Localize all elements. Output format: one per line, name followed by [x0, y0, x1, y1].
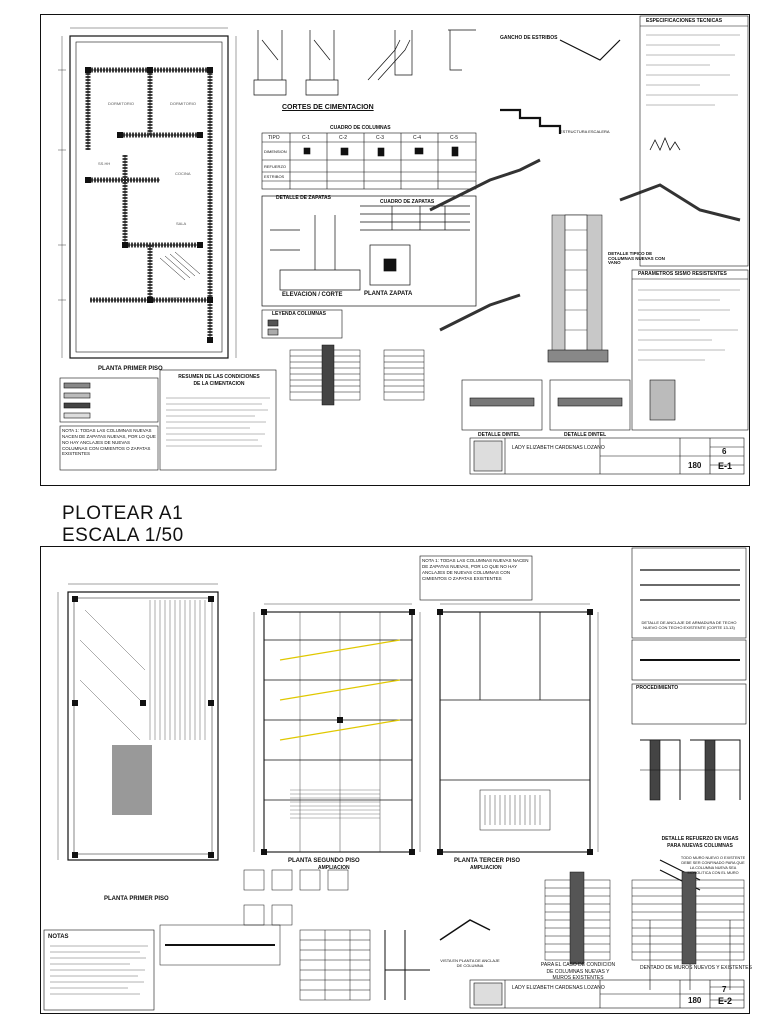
detalle-dintel-2: DETALLE DINTEL: [564, 432, 607, 438]
sheet2-plan-primer-title: PLANTA PRIMER PISO: [104, 896, 169, 902]
cuadro-zapatas-title: CUADRO DE ZAPATAS: [380, 199, 435, 205]
sheet1-author-name: LADY ELIZABETH CARDENAS LOZANO: [512, 445, 605, 451]
sheet-2-frame: [40, 546, 750, 1014]
muro-nuevo-note: TODO MURO NUEVO O EXISTENTE DEBE SER CON…: [680, 856, 746, 875]
cuadro-columnas-header-0: TIPO: [268, 135, 280, 141]
sheet2-title-block: [469, 979, 745, 1009]
ganchos-title: GANCHO DE ESTRIBOS: [500, 35, 558, 41]
detalle-anclaje-title: DETALLE DE ANCLAJE DE ARMADURA DE TECHO …: [641, 620, 737, 631]
sheet1-floor-plan: [58, 27, 237, 359]
especificaciones-title: ESPECIFICACIONES TECNICAS: [646, 18, 723, 24]
sheet2-author-name: LADY ELIZABETH CARDENAS LOZANO: [512, 985, 605, 991]
cuadro-columnas-header-3: C-3: [376, 135, 385, 141]
sheet2-plan-tercer: [437, 603, 599, 855]
sheet-1-frame: [40, 14, 750, 486]
sheet1-sheet-number: 6: [722, 447, 727, 456]
cortes-cimentacion-drawing: [253, 29, 476, 96]
sheet2-scale: 180: [688, 996, 702, 1005]
parametros-title: PARAMETROS SISMO RESISTENTES: [638, 271, 727, 277]
columna-vano-drawing: [547, 214, 609, 363]
notas-title: NOTAS: [48, 934, 69, 940]
svg-text:PATIO: PATIO: [170, 296, 181, 301]
planta-zapata-label: PLANTA ZAPATA: [364, 291, 413, 297]
print-note-line-1: PLOTEAR A1: [62, 503, 184, 524]
svg-text:DORMITORIO: DORMITORIO: [170, 101, 196, 106]
sheet1-plan-code: E-1: [718, 461, 733, 471]
elevacion-corte-label: ELEVACION / CORTE: [282, 292, 343, 298]
sheet1-plan-title: PLANTA PRIMER PISO: [98, 366, 163, 372]
resumen-title: RESUMEN DE LAS CONDICIONES DE LA CIMENTA…: [178, 374, 260, 387]
sheet2-nota: NOTA 1: TODAS LAS COLUMNAS NUEVAS NACEN …: [422, 558, 529, 581]
caso-condicion-title: PARA EL CASO DE CONDICION DE COLUMNAS NU…: [540, 962, 616, 981]
detalle-zapatas-title: DETALLE DE ZAPATAS: [276, 195, 331, 201]
cortes-cimentacion-title: CORTES DE CIMENTACION: [282, 104, 374, 111]
sheet1-legend: [59, 377, 159, 423]
dentado-title: DENTADO DE MUROS NUEVOS Y EXISTENTES: [640, 965, 752, 971]
sheet2-plan-tercer-sub: AMPLIACION: [470, 865, 502, 871]
sheet2-plan-primer: [57, 583, 219, 861]
cuadro-columnas-row-1: REFUERZO: [264, 164, 286, 169]
cuadro-columnas-row-0: DIMENSION: [264, 149, 287, 154]
sheet2-plan-segundo-title: PLANTA SEGUNDO PISO: [288, 858, 360, 864]
detalle-dintel-1: DETALLE DINTEL: [478, 432, 521, 438]
detalle-refuerzo-title: DETALLE REFUERZO EN VIGAS PARA NUEVAS CO…: [661, 836, 739, 849]
svg-text:COCINA: COCINA: [175, 171, 191, 176]
sheet2-plan-tercer-title: PLANTA TERCER PISO: [454, 858, 521, 864]
cuadro-columnas-table: [261, 132, 477, 190]
leyenda-columnas-title: LEYENDA COLUMNAS: [272, 311, 326, 317]
sheet1-title-block: [469, 437, 745, 475]
sheet2-brick-walls: [544, 871, 745, 965]
detalle-columnas-vano: DETALLE TIPICO DE COLUMNAS NUEVAS CON VA…: [608, 251, 665, 265]
cuadro-columnas-header-5: C-5: [450, 135, 459, 141]
escalera-label: ESTRUCTURA ESCALERA: [560, 129, 610, 134]
sheet1-scale: 180: [688, 461, 702, 470]
detalle-zapatas-drawing: [261, 195, 477, 307]
cuadro-columnas-title: CUADRO DE COLUMNAS: [330, 125, 391, 131]
vista-planta-title: VISTA EN PLANTA DE ANCLAJE DE COLUMNA: [440, 958, 500, 969]
svg-text:SS.HH: SS.HH: [98, 161, 110, 166]
procedimiento-title: PROCEDIMIENTO: [636, 685, 679, 691]
sheet2-plan-segundo-sub: AMPLIACION: [318, 865, 350, 871]
svg-text:SALA: SALA: [176, 221, 187, 226]
svg-text:DORMITORIO: DORMITORIO: [108, 101, 134, 106]
cuadro-columnas-row-2: ESTRIBOS: [264, 174, 285, 179]
print-note-line-2: ESCALA 1/50: [62, 525, 184, 546]
sheet1-nota: NOTA 1: TODAS LAS COLUMNAS NUEVAS NACEN …: [62, 428, 156, 457]
cuadro-columnas-header-4: C-4: [413, 135, 422, 141]
brick-wall-detail: [289, 344, 425, 406]
cuadro-columnas-header-1: C-1: [302, 135, 311, 141]
sheet2-sheet-number: 7: [722, 985, 727, 994]
sheet2-plan-code: E-2: [718, 996, 733, 1006]
cuadro-columnas-header-2: C-2: [339, 135, 348, 141]
sheet2-plan-segundo: [253, 603, 421, 855]
